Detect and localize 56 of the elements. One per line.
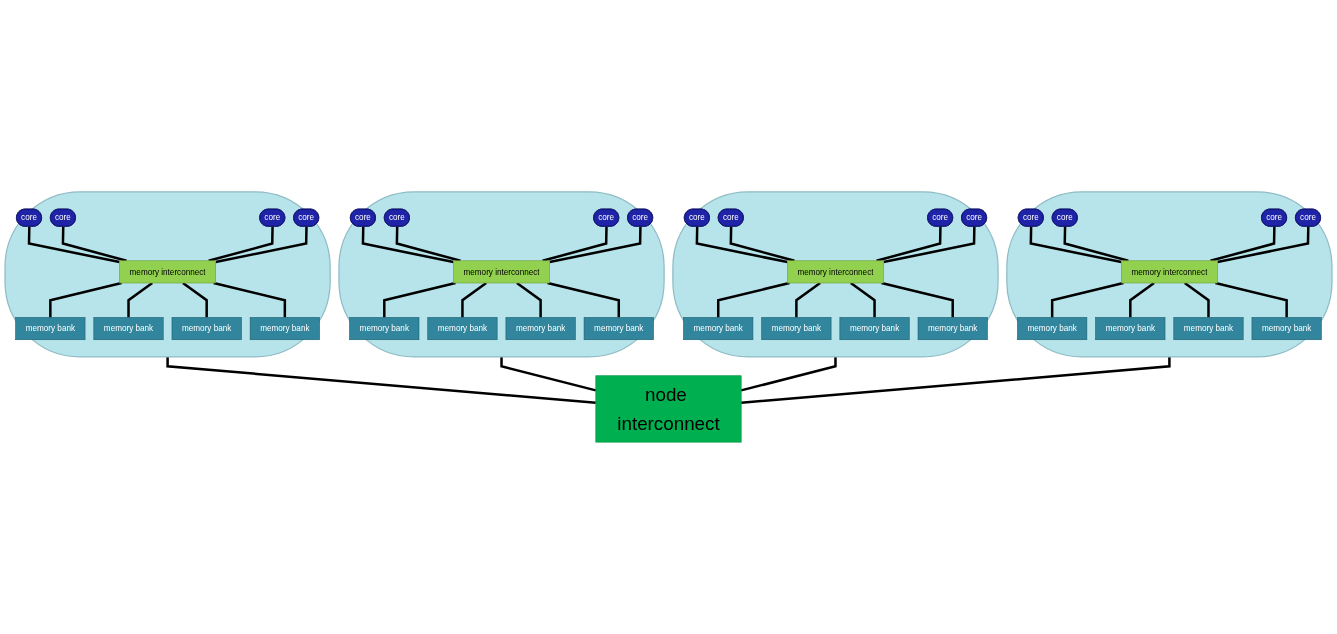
connector (27, 226, 120, 264)
connector (1210, 226, 1276, 262)
node-box: memory bank (683, 317, 754, 341)
connector (795, 282, 821, 318)
connector (716, 281, 790, 318)
node-box: memory interconnect (453, 260, 550, 284)
connector (1063, 226, 1129, 262)
connector (461, 282, 487, 318)
connector (881, 281, 954, 318)
connector (61, 226, 127, 262)
node-box: node interconnect (595, 375, 742, 443)
node-box: memory bank (249, 317, 320, 341)
connector (213, 281, 287, 318)
connector (500, 356, 597, 392)
node-box: memory bank (1017, 317, 1088, 341)
connector (49, 281, 122, 318)
connector (542, 226, 608, 262)
node-box: memory bank (15, 317, 86, 341)
node-box: memory bank (583, 317, 654, 341)
connector (1215, 281, 1288, 318)
connector (208, 226, 274, 262)
node-box: memory interconnect (787, 260, 884, 284)
connector (1217, 226, 1310, 264)
connector (516, 282, 542, 318)
connector (182, 282, 208, 318)
node-box: memory interconnect (1121, 260, 1218, 284)
connector (361, 226, 454, 264)
node-box: memory bank (917, 317, 988, 341)
node-box: memory bank (349, 317, 420, 341)
node-box: memory bank (171, 317, 242, 341)
connector (547, 281, 621, 318)
node-box: memory bank (839, 317, 910, 341)
node-box: memory bank (93, 317, 164, 341)
connector (549, 226, 642, 264)
connector (741, 356, 1171, 404)
connector (215, 226, 308, 264)
connector (876, 226, 942, 262)
connector (127, 282, 153, 318)
node-box: memory bank (427, 317, 498, 341)
node-box: memory bank (1095, 317, 1166, 341)
node-box: memory bank (1173, 317, 1244, 341)
connector (883, 226, 976, 264)
connector (695, 226, 788, 264)
node-box: memory interconnect (119, 260, 216, 284)
connector (1050, 281, 1124, 318)
connector (740, 356, 837, 392)
connector (383, 281, 456, 318)
node-box: memory bank (1251, 317, 1322, 341)
connector (395, 226, 461, 262)
connector (850, 282, 876, 318)
connector (1029, 226, 1122, 264)
connector (166, 356, 596, 404)
connector (1129, 282, 1155, 318)
connector (729, 226, 795, 262)
node-box: memory bank (761, 317, 832, 341)
node-box: memory bank (505, 317, 576, 341)
